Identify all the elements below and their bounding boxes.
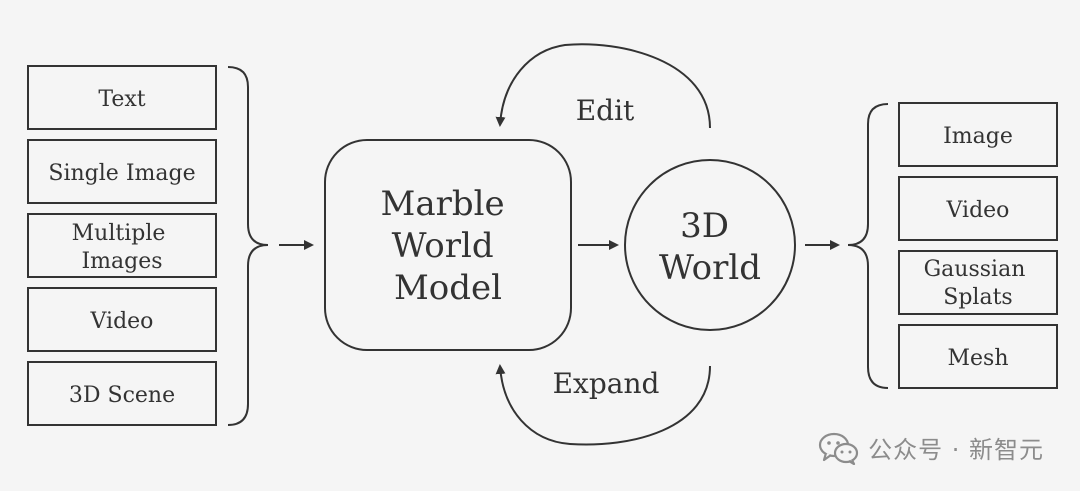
model-box: Marble World Model: [324, 139, 572, 351]
input-box-3d-scene: 3D Scene: [27, 361, 217, 426]
input-label-3d-scene: 3D Scene: [69, 383, 175, 408]
output-box-image: Image: [898, 102, 1058, 167]
edit-loop-arrow: [495, 43, 711, 129]
edit-label: Edit: [576, 94, 635, 127]
input-label-multiple-images: Multiple Images: [72, 221, 173, 274]
world-circle: 3D World: [624, 159, 796, 331]
wechat-icon: [818, 431, 860, 465]
expand-label: Expand: [553, 367, 660, 400]
input-brace: [227, 66, 269, 426]
output-box-mesh: Mesh: [898, 324, 1058, 389]
output-label-video: Video: [946, 198, 1010, 223]
watermark-text: 公众号 · 新智元: [868, 436, 1044, 464]
output-box-gaussian-splats: Gaussian Splats: [898, 250, 1058, 315]
output-brace: [847, 103, 889, 389]
output-label-gaussian-splats: Gaussian Splats: [924, 257, 1033, 310]
input-box-text: Text: [27, 65, 217, 130]
world-label: 3D World: [659, 206, 761, 288]
watermark: 公众号 · 新智元: [818, 430, 1044, 465]
model-label: Marble World Model: [381, 184, 516, 308]
output-list: Image Video Gaussian Splats Mesh: [898, 102, 1058, 389]
output-label-image: Image: [943, 124, 1013, 149]
input-box-single-image: Single Image: [27, 139, 217, 204]
input-box-video: Video: [27, 287, 217, 352]
input-list: Text Single Image Multiple Images Video …: [27, 65, 217, 426]
expand-loop-arrow: [495, 364, 711, 446]
input-label-text: Text: [98, 87, 145, 112]
output-box-video: Video: [898, 176, 1058, 241]
input-label-video: Video: [90, 309, 154, 334]
input-label-single-image: Single Image: [48, 161, 195, 186]
input-box-multiple-images: Multiple Images: [27, 213, 217, 278]
output-label-mesh: Mesh: [947, 346, 1008, 371]
